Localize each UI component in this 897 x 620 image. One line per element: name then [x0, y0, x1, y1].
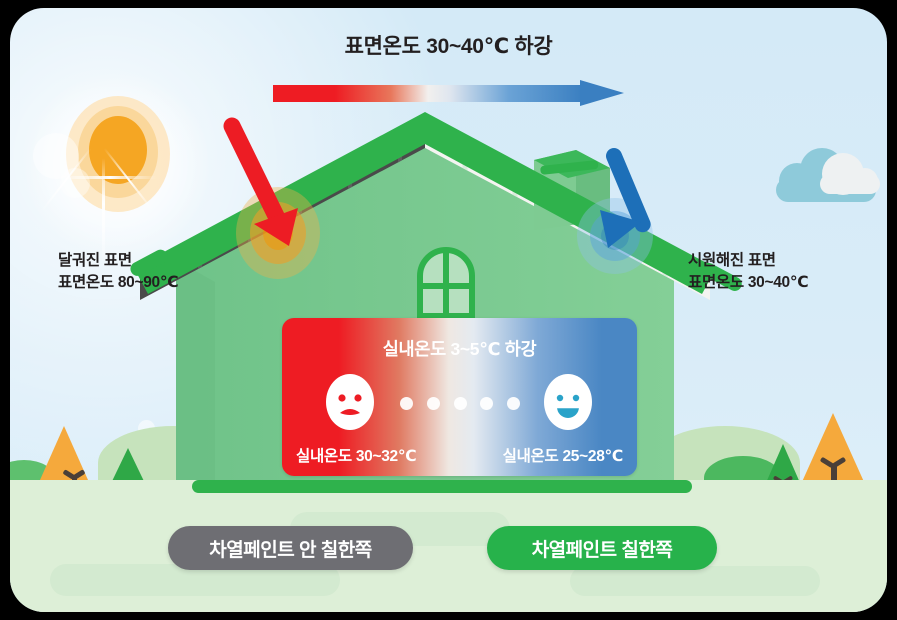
page-title: 표면온도 30~40℃ 하강 [344, 35, 553, 58]
indoor-temperature-panel: 실내온도 3~5℃ 하강 [282, 318, 637, 476]
legend-with-paint-label: 차열페인트 칠한쪽 [531, 539, 673, 561]
transition-dot [426, 397, 440, 410]
temperature-gradient-arrow-icon [273, 80, 624, 107]
transition-dots [400, 397, 520, 410]
transition-dot [480, 397, 494, 410]
left-surface-line2: 표면온도 80~90℃ [58, 274, 179, 292]
right-surface-label: 시원해진 표면 표면온도 30~40℃ [688, 250, 809, 295]
blue-down-arrow-icon [600, 148, 651, 248]
transition-dot [400, 397, 413, 410]
right-surface-line2: 표면온도 30~40℃ [688, 274, 809, 292]
left-surface-label: 달궈진 표면 표면온도 80~90℃ [58, 250, 179, 295]
transition-dot [453, 397, 467, 410]
legend-with-paint[interactable]: 차열페인트 칠한쪽 [487, 526, 717, 570]
sad-face-icon [326, 374, 374, 430]
ground [10, 480, 887, 612]
red-down-arrow-icon [223, 117, 298, 246]
transition-dot [507, 397, 520, 410]
legend-no-paint[interactable]: 차열페인트 안 칠한쪽 [168, 526, 413, 570]
right-surface-line1: 시원해진 표면 [688, 252, 776, 269]
indoor-temp-right: 실내온도 25~28℃ [502, 448, 624, 465]
legend-no-paint-label: 차열페인트 안 칠한쪽 [209, 539, 372, 561]
arched-window-icon [417, 247, 475, 319]
sky-panel: 표면온도 30~40℃ 하강 달궈진 표면 표면온도 80~90℃ 시원해진 표… [10, 8, 887, 612]
left-surface-line1: 달궈진 표면 [58, 252, 132, 269]
happy-face-icon [544, 374, 592, 430]
indoor-panel-title: 실내온도 3~5℃ 하강 [382, 339, 537, 359]
indoor-temp-left: 실내온도 30~32℃ [296, 448, 417, 465]
